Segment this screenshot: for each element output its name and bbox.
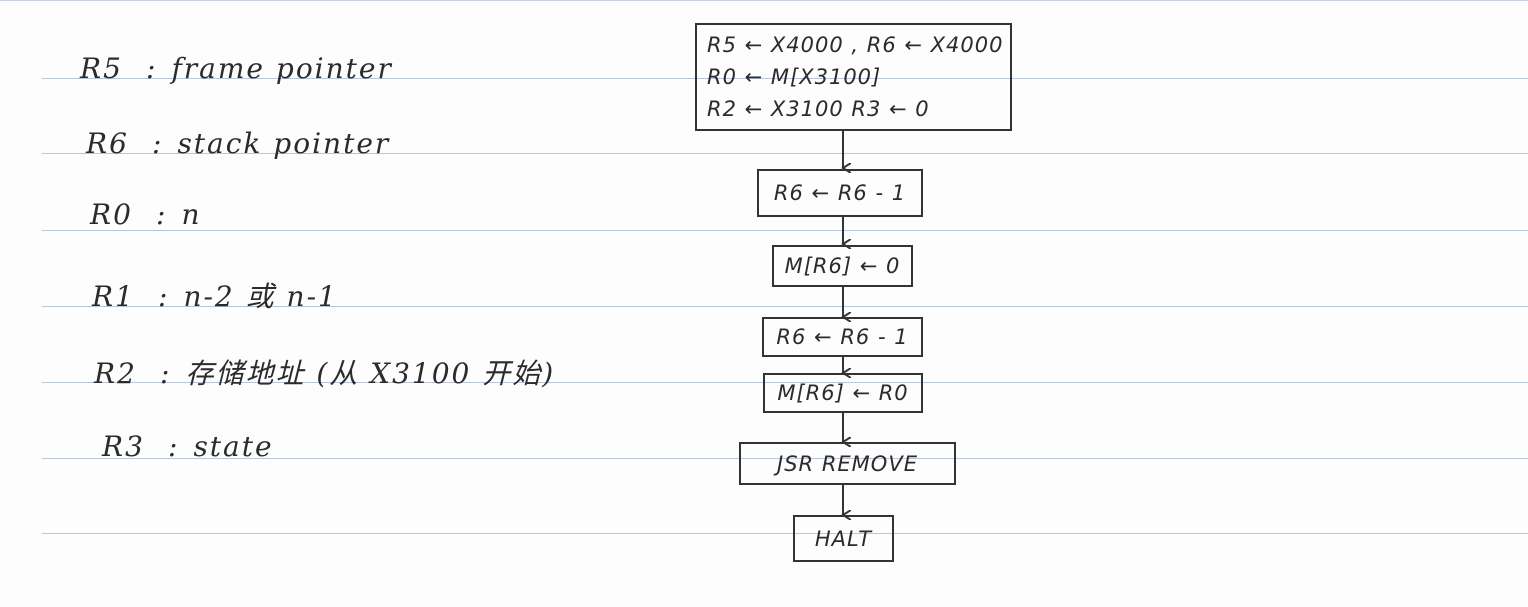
legend-r5: R5: frame pointer — [80, 52, 393, 85]
step-push-r0: M[R6] ← R0 — [763, 373, 923, 413]
legend-register: R1 — [92, 280, 135, 313]
legend-r2: R2: 存储地址 (从 X3100 开始) — [94, 352, 555, 392]
legend-description: state — [193, 430, 274, 463]
legend-register: R2 — [94, 357, 137, 390]
top-rule — [0, 0, 1528, 1]
ruled-line — [42, 382, 1528, 383]
init-line-1: R5 ← X4000 , R6 ← X4000 — [707, 33, 1004, 57]
step-jsr-remove: JSR REMOVE — [739, 442, 956, 485]
ruled-line — [42, 78, 1528, 79]
legend-r0: R0: n — [90, 198, 201, 231]
legend-r6: R6: stack pointer — [86, 127, 390, 160]
legend-separator: : — [152, 127, 164, 160]
ruled-line — [42, 306, 1528, 307]
legend-register: R0 — [90, 198, 133, 231]
step-label: HALT — [814, 526, 873, 551]
step-label: M[R6] ← 0 — [784, 254, 901, 278]
init-line-2: R0 ← M[X3100] — [707, 65, 882, 89]
legend-r3: R3: state — [102, 430, 274, 463]
step-label: R6 ← R6 - 1 — [773, 181, 907, 205]
legend-separator: : — [146, 52, 158, 85]
legend-description: n — [181, 198, 202, 231]
legend-description: frame pointer — [171, 52, 393, 85]
legend-register: R3 — [102, 430, 145, 463]
step-label: M[R6] ← R0 — [777, 381, 909, 405]
legend-separator: : — [160, 357, 172, 390]
ruled-line — [42, 230, 1528, 231]
legend-separator: : — [168, 430, 180, 463]
step-label: JSR REMOVE — [777, 451, 918, 476]
step-halt: HALT — [793, 515, 894, 562]
legend-separator: : — [158, 280, 170, 313]
init-box: R5 ← X4000 , R6 ← X4000 R0 ← M[X3100] R2… — [695, 23, 1012, 131]
ruled-line — [42, 533, 1528, 534]
legend-register: R5 — [80, 52, 123, 85]
legend-description: stack pointer — [177, 127, 391, 160]
step-label: R6 ← R6 - 1 — [776, 325, 909, 349]
legend-description: 存储地址 (从 X3100 开始) — [185, 357, 556, 390]
init-line-3: R2 ← X3100 R3 ← 0 — [707, 97, 930, 121]
step-push-zero: M[R6] ← 0 — [772, 245, 913, 287]
legend-separator: : — [156, 198, 168, 231]
step-decrement-sp-2: R6 ← R6 - 1 — [762, 317, 923, 357]
legend-description: n-2 或 n-1 — [183, 280, 338, 313]
ruled-line — [42, 458, 1528, 459]
legend-r1: R1: n-2 或 n-1 — [92, 275, 338, 315]
legend-register: R6 — [86, 127, 129, 160]
ruled-line — [42, 153, 1528, 154]
step-decrement-sp-1: R6 ← R6 - 1 — [757, 169, 923, 217]
